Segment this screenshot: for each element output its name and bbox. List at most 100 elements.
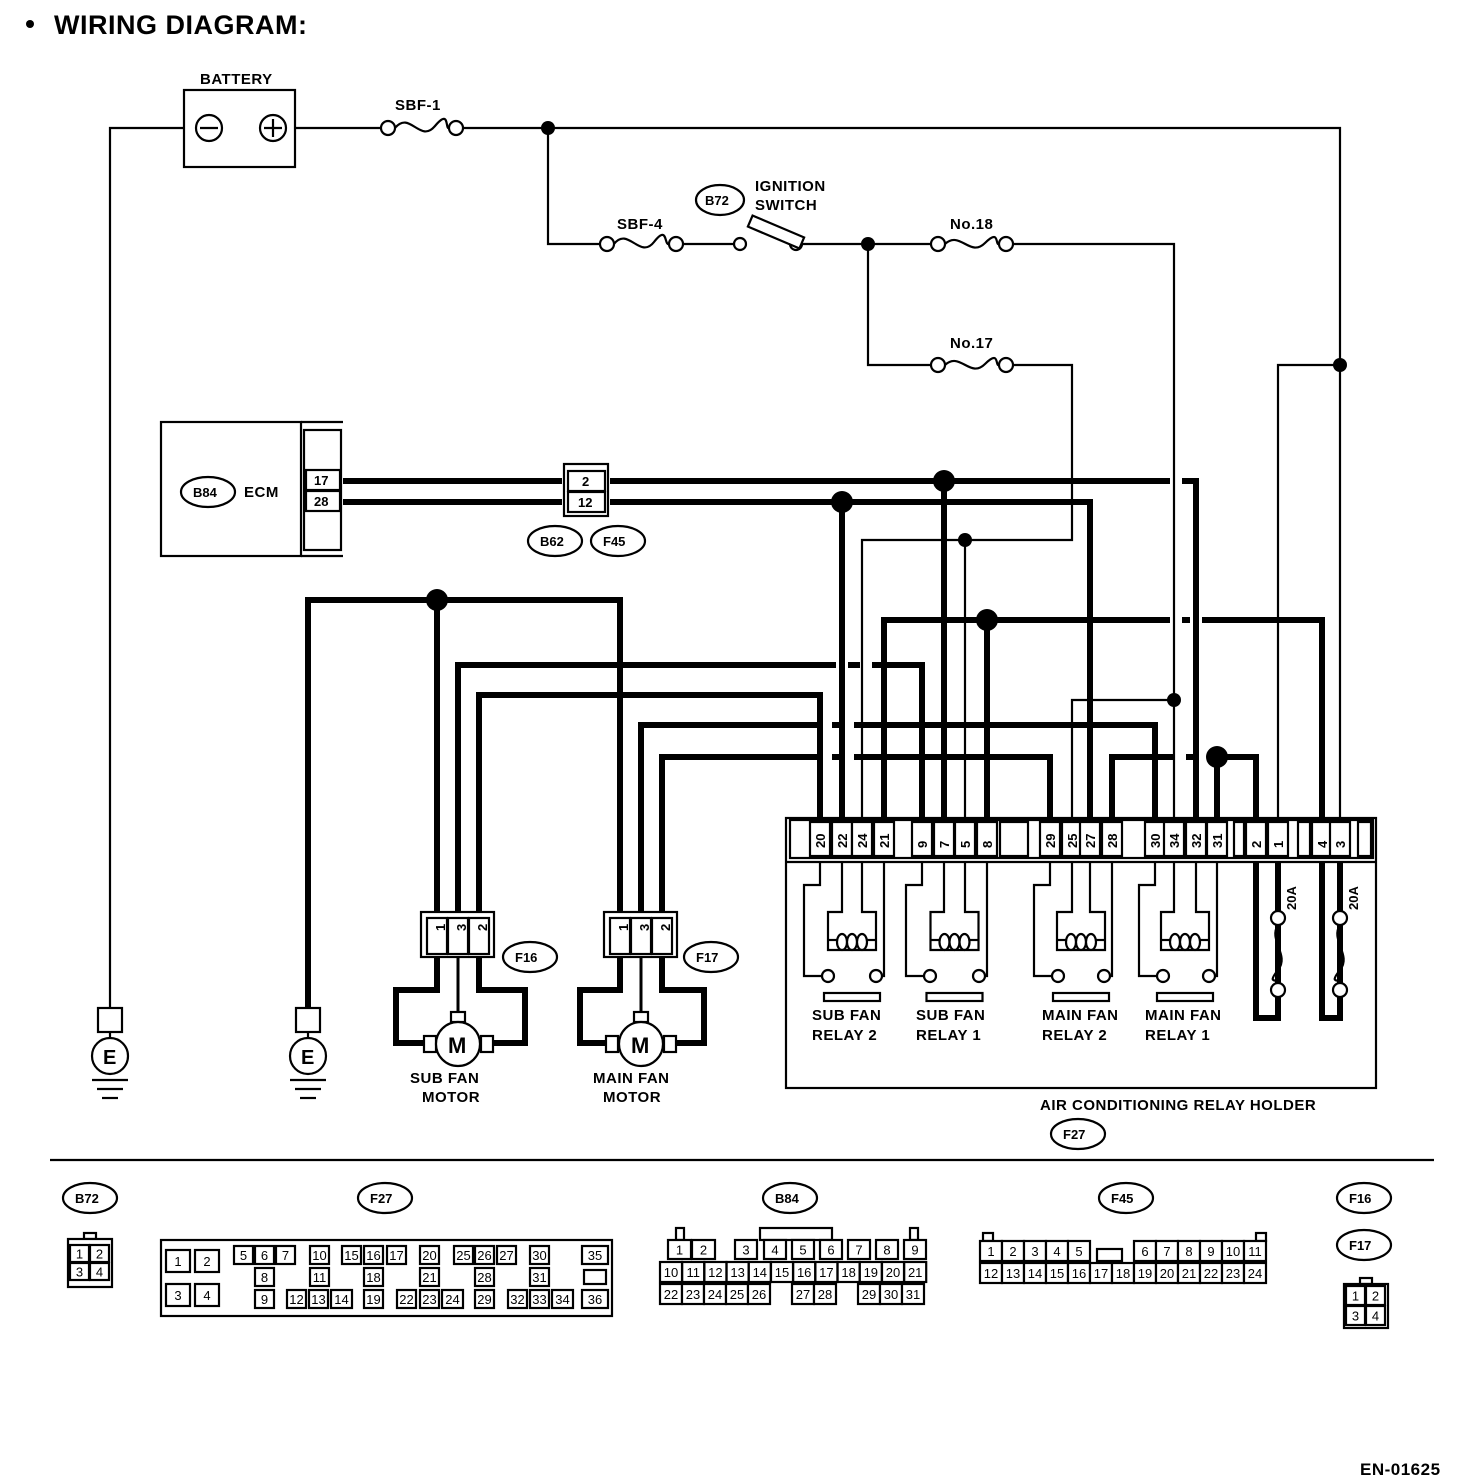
connector-pin-cell [193,1282,221,1308]
connector-pin-label: 2 [96,1247,103,1262]
connector-pin-cell [362,1244,385,1266]
connector-pin-cell [528,1288,551,1310]
connector-pin-label: 10 [1226,1244,1240,1259]
holder-pin-label: 27 [1083,834,1098,848]
connector-pin-label: 10 [312,1248,326,1263]
thick-wires [305,478,1325,1008]
connector-pin-label: 1 [174,1254,181,1269]
connector-pin-cell [818,1238,844,1261]
connector-pin-label: 13 [1006,1266,1020,1281]
holder-pin-cell [1078,820,1102,858]
connector-pin-label: 21 [908,1265,922,1280]
svg-text:F45: F45 [603,534,625,549]
connector-pin-cell [580,1288,610,1310]
holder-pin-cell [1100,820,1124,858]
fuse-no18: No.18 [929,216,1015,253]
connector-pin-label: 12 [708,1265,722,1280]
svg-text:20A: 20A [1284,886,1299,910]
connector-pin-label: 11 [1248,1244,1262,1259]
connector-pin-label: 23 [422,1292,436,1307]
connector-pin-label: 24 [708,1287,722,1302]
connector-pin-label: 9 [911,1243,918,1258]
svg-text:MOTOR: MOTOR [422,1089,480,1106]
connector-pin-label: 31 [532,1270,546,1285]
motor-symbol: M [448,1033,467,1058]
svg-text:2: 2 [582,474,589,489]
svg-text:MAIN FAN: MAIN FAN [1042,1007,1119,1024]
connector-pin-cell [418,1288,441,1310]
relay-symbol [904,862,989,1003]
connector-pin-cell [385,1244,408,1266]
connector-pin-cell [550,1288,575,1310]
connector-pin-label: 3 [742,1243,749,1258]
svg-text:SUB FAN: SUB FAN [916,1007,985,1024]
connector-pin-label: 23 [686,1287,700,1302]
connector-pin-label: 4 [771,1243,778,1258]
connector-pin-cell [846,1238,872,1261]
connector-pin-label: 5 [1075,1244,1082,1259]
connector-pin-label: 5 [799,1243,806,1258]
fuse-20a-left: 20A [1253,862,1299,1021]
connector-pin-cell [1364,1304,1387,1327]
holder-pin-cell [1266,820,1290,858]
junction-dots [426,121,1347,768]
connector-pin-label: 24 [445,1292,459,1307]
connector-pin-label: 1 [1352,1289,1359,1304]
connector-pin-label: 24 [1248,1266,1262,1281]
connector-pin-cell [193,1248,221,1274]
connector-pin-label: 7 [855,1243,862,1258]
connector-pin-label: 13 [311,1292,325,1307]
connector-pin-label: 19 [1138,1266,1152,1281]
holder-pin-cell [808,820,832,858]
title-bullet [26,20,34,28]
connector-pin-cell [473,1288,496,1310]
svg-text:1: 1 [616,924,631,931]
connector-pin-cell [285,1288,308,1310]
fuse-20a-right: 20A [1319,862,1361,1021]
connector-pin-label: 16 [1072,1266,1086,1281]
connector-tag-f17 [682,940,740,974]
svg-text:MAIN FAN: MAIN FAN [593,1070,670,1087]
connector-pin-label: 3 [76,1265,83,1280]
connector-pin-label: 26 [752,1287,766,1302]
connector-pin-label: 8 [883,1243,890,1258]
connector-pin-label: 15 [344,1248,358,1263]
connector-pin-label: 4 [203,1288,210,1303]
svg-text:17: 17 [314,473,328,488]
svg-text:B84: B84 [775,1191,800,1206]
holder-pin-label: 2 [1249,841,1264,848]
connector-pin-cell [418,1244,441,1266]
svg-text:2: 2 [475,924,490,931]
connector-tag-b72 [694,183,746,217]
connector-pin-label: 18 [1116,1266,1130,1281]
connector-pin-cell [506,1288,529,1310]
holder-pin-cell [1244,820,1268,858]
svg-text:SBF-1: SBF-1 [395,97,441,114]
holder-pin-cell [872,820,896,858]
connector-pin-label: 26 [477,1248,491,1263]
figure-code: EN-01625 [1360,1460,1441,1479]
connector-pin-cell [274,1244,297,1266]
connector-pin-label: 2 [1009,1244,1016,1259]
connector-pin-label: 14 [1028,1266,1042,1281]
holder-pin-label: 21 [877,834,892,848]
connector-pin-cell [473,1244,496,1266]
svg-text:B84: B84 [193,485,218,500]
svg-text:No.17: No.17 [950,335,993,352]
ground-1: E [90,1006,130,1100]
svg-text:MOTOR: MOTOR [603,1089,661,1106]
connector-pin-label: 36 [588,1292,602,1307]
holder-pin-cell [910,820,934,858]
ecm-label: ECM [244,484,279,501]
connector-pin-label: 8 [1185,1244,1192,1259]
connector-pin-cell [1066,1239,1092,1263]
holder-pin-label: 4 [1315,840,1330,848]
relay-symbol [1032,862,1114,1003]
connector-pin-label: 10 [664,1265,678,1280]
connector-pin-cell [329,1288,354,1310]
connector-pin-label: 6 [1141,1244,1148,1259]
